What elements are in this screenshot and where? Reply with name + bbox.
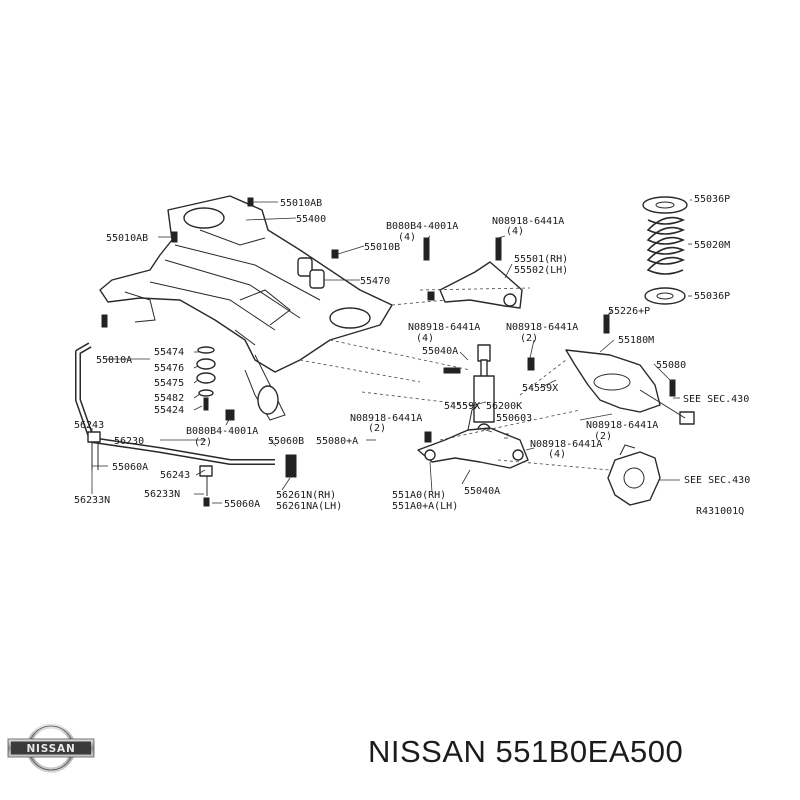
part-label: 54559X [444,401,480,412]
part-label: 55060A [224,499,260,510]
lower-rear-link [417,404,529,469]
part-label: 56233N [144,489,180,500]
part-label: 55020M [694,240,730,251]
part-label: N08918-6441A [350,413,422,424]
part-label: N08918-6441A [408,322,480,333]
part-label: 56261N(RH) [276,490,336,501]
part-label: (4) [506,226,524,237]
part-label: 56243 [74,420,104,431]
part-label: N08918-6441A [506,322,578,333]
part-label: 54559X [522,383,558,394]
part-label: 55400 [296,214,326,225]
rear-suspension-diagram: 55010AB 55400 55010AB 55010B 55470 B080B… [74,194,750,517]
part-label: 55010A [96,355,132,366]
part-label: 55501(RH) [514,254,568,265]
part-label: (2) [368,423,386,434]
part-number-title: NISSAN 551B0EA500 [368,734,684,769]
lower-control-arm [527,314,695,425]
stabilizer-bar [75,342,297,507]
part-label: (4) [416,333,434,344]
part-label: (4) [398,232,416,243]
part-label: 55080 [656,360,686,371]
part-label: (4) [548,449,566,460]
part-labels: 55010AB 55400 55010AB 55010B 55470 B080B… [74,194,750,517]
part-label: B080B4-4001A [186,426,258,437]
part-label: N08918-6441A [492,216,564,227]
part-label: 551A0(RH) [392,490,446,501]
part-label: 55424 [154,405,184,416]
diagram-code: R431001Q [696,506,744,517]
part-label: 55036P [694,291,730,302]
part-label: 55010AB [106,233,148,244]
upper-link [423,237,523,309]
part-label: 550603 [496,413,532,424]
part-label: (2) [594,431,612,442]
nissan-logo: NISSAN [7,723,95,773]
part-label: (2) [520,333,538,344]
part-label: (2) [194,437,212,448]
part-label: 56200K [486,401,522,412]
part-label: 55470 [360,276,390,287]
part-label: N08918-6441A [530,439,602,450]
part-label: 55476 [154,363,184,374]
part-label: 55010B [364,242,400,253]
part-label: 55474 [154,347,184,358]
part-label: 55226+P [608,306,650,317]
part-label: 55482 [154,393,184,404]
part-label: 56233N [74,495,110,506]
part-label: B080B4-4001A [386,221,458,232]
part-label: SEE SEC.430 [683,394,749,405]
part-label: 55180M [618,335,654,346]
rear-knuckle [607,444,661,506]
part-label: 55080+A [316,436,358,447]
part-label: N08918-6441A [586,420,658,431]
part-label: 55040A [464,486,500,497]
part-label: 55060B [268,436,304,447]
part-label: 55475 [154,378,184,389]
mount-bushing-stack [196,346,216,411]
part-label: 56230 [114,436,144,447]
part-label: 55060A [112,462,148,473]
part-label: 55036P [694,194,730,205]
nissan-logo-text: NISSAN [26,743,75,755]
part-label: 551A0+A(LH) [392,501,458,512]
part-label: SEE SEC.430 [684,475,750,486]
shock-absorber [443,344,509,443]
part-label: 55040A [422,346,458,357]
part-label: 55010AB [280,198,322,209]
coil-spring [642,196,688,305]
part-label: 55502(LH) [514,265,568,276]
part-label: 56261NA(LH) [276,501,342,512]
part-label: 56243 [160,470,190,481]
subframe-bushings [297,257,325,289]
rear-subframe [99,195,393,421]
leader-lines [91,199,692,504]
